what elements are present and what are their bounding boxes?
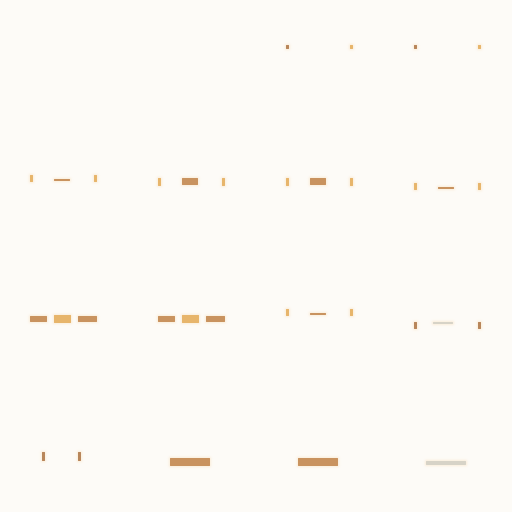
glyph-mark xyxy=(298,458,338,466)
glyph-mark xyxy=(158,316,175,322)
glyph-mark xyxy=(30,316,47,322)
glyph-mark xyxy=(426,461,466,465)
glyph-mark xyxy=(310,313,326,315)
cell-4-1 xyxy=(0,384,128,512)
cell-2-1 xyxy=(0,128,128,256)
cell-4-2 xyxy=(128,384,256,512)
glyph-mark xyxy=(478,45,481,49)
glyph-mark xyxy=(478,322,481,329)
glyph-mark xyxy=(310,178,326,185)
glyph-mark xyxy=(414,322,417,329)
glyph-mark xyxy=(350,178,353,186)
glyph-mark xyxy=(182,178,198,185)
glyph-mark xyxy=(30,175,33,182)
glyph-mark xyxy=(78,452,81,461)
glyph-mark xyxy=(433,322,453,324)
glyph-mark xyxy=(42,452,45,461)
glyph-mark xyxy=(350,45,353,49)
cell-1-4 xyxy=(384,0,512,128)
cell-2-2 xyxy=(128,128,256,256)
cell-1-1 xyxy=(0,0,128,128)
glyph-mark xyxy=(94,175,97,182)
cell-3-1 xyxy=(0,256,128,384)
glyph-mark xyxy=(182,315,199,323)
glyph-mark xyxy=(54,315,71,323)
cell-3-4 xyxy=(384,256,512,384)
cell-3-3 xyxy=(256,256,384,384)
cell-2-4 xyxy=(384,128,512,256)
cell-4-3 xyxy=(256,384,384,512)
glyph-mark xyxy=(286,45,289,49)
glyph-mark xyxy=(414,183,417,190)
glyph-mark xyxy=(206,316,225,322)
glyph-mark xyxy=(222,178,225,186)
glyph-mark xyxy=(478,183,481,190)
glyph-mark xyxy=(158,178,161,186)
cell-4-4 xyxy=(384,384,512,512)
cell-1-3 xyxy=(256,0,384,128)
cell-3-2 xyxy=(128,256,256,384)
glyph-mark xyxy=(286,178,289,186)
glyph-mark xyxy=(286,309,289,316)
glyph-mark xyxy=(414,45,417,49)
glyph-mark xyxy=(78,316,97,322)
glyph-mark xyxy=(54,179,70,181)
glyph-mark xyxy=(438,187,454,189)
cell-2-3 xyxy=(256,128,384,256)
glyph-mark xyxy=(170,458,210,466)
cell-1-2 xyxy=(128,0,256,128)
glyph-mark xyxy=(350,309,353,316)
